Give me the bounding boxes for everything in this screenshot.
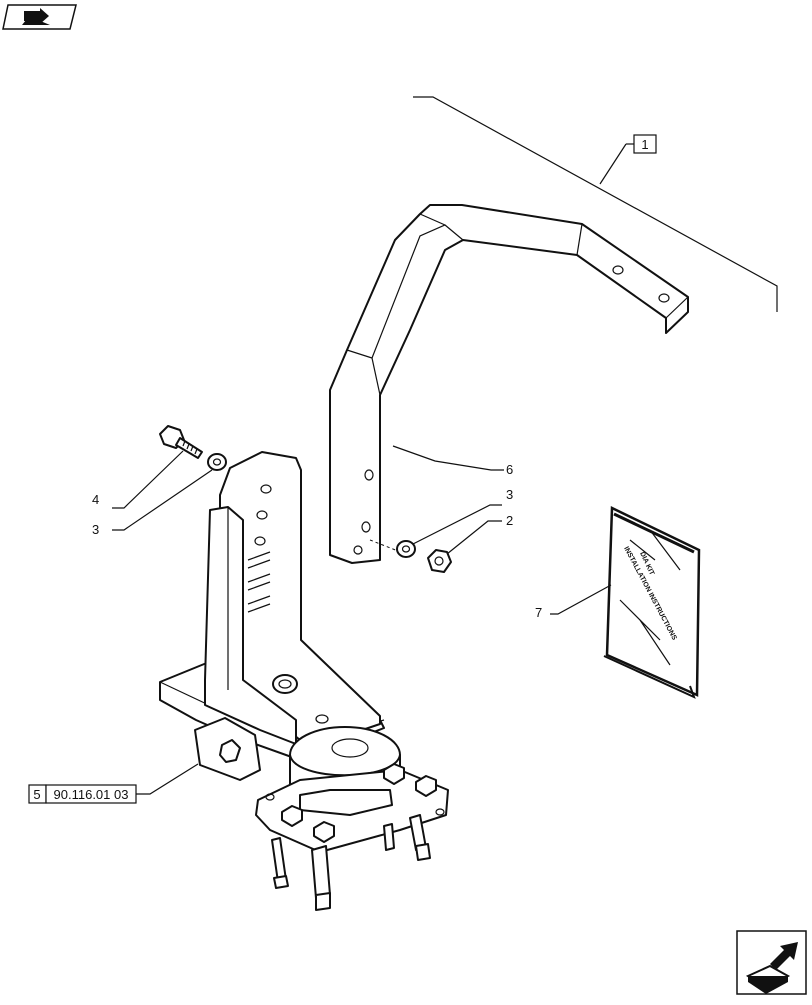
callout-assembly-ref[interactable]: 1 [633, 134, 657, 154]
callout-bolt[interactable]: 4 [92, 492, 99, 507]
navigate-next-icon[interactable] [736, 930, 807, 995]
leader-washer-right [412, 504, 502, 545]
leader-manual [550, 584, 612, 615]
leader-bar [392, 445, 504, 471]
callout-washer-right[interactable]: 3 [506, 487, 513, 502]
alignment-line [369, 539, 399, 552]
leader-section-ref [136, 763, 199, 795]
leader-bolt [112, 450, 184, 509]
svg-text:90.116.01 03: 90.116.01 03 [54, 787, 129, 802]
instruction-manual: DIA KIT INSTALLATION INSTRUCTIONS [603, 506, 701, 699]
mounting-bracket [159, 451, 449, 911]
bolt [159, 425, 203, 459]
washer-right [396, 540, 416, 558]
callout-section-ref[interactable]: 5 90.116.01 03 [28, 784, 137, 804]
support-bar [329, 204, 689, 564]
callout-nut[interactable]: 2 [506, 513, 513, 528]
svg-text:5: 5 [33, 787, 40, 802]
leader-nut [446, 520, 502, 555]
washer-left [207, 453, 227, 471]
leader-washer-left [112, 469, 213, 531]
nut [427, 549, 452, 573]
callout-washer-left[interactable]: 3 [92, 522, 99, 537]
svg-text:1: 1 [641, 137, 648, 152]
navigate-back-icon[interactable] [2, 4, 77, 30]
callout-manual[interactable]: 7 [535, 605, 542, 620]
assembly-bracket-line [413, 96, 778, 312]
callout-bar[interactable]: 6 [506, 462, 513, 477]
